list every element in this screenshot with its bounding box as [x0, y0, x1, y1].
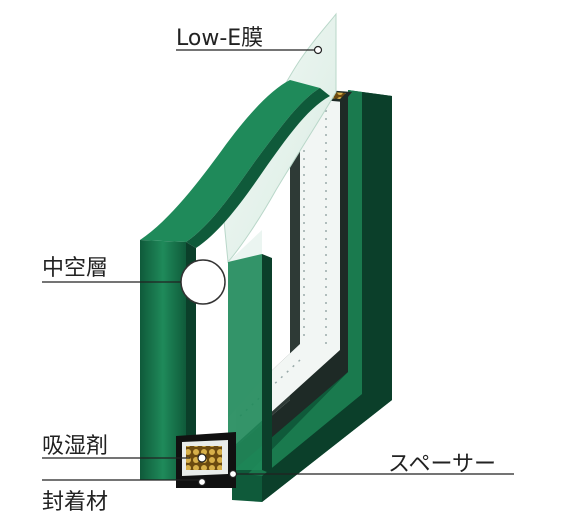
- label-sealant: 封着材: [42, 490, 109, 515]
- leader-spacer-dot: [228, 469, 238, 479]
- air-layer-marker: [180, 259, 226, 305]
- label-low-e: Low-E膜: [176, 26, 264, 51]
- front-glass-pane: [140, 80, 330, 484]
- leader-sealant-dot: [197, 477, 207, 487]
- leader-lines: [42, 45, 514, 487]
- leader-low-e-dot: [313, 45, 323, 55]
- label-desiccant: 吸湿剤: [42, 434, 109, 459]
- label-spacer: スペーサー: [388, 452, 497, 477]
- inner-glass-surface: [236, 98, 340, 444]
- leader-desiccant-dot: [197, 453, 207, 463]
- label-air-layer: 中空層: [42, 256, 109, 281]
- back-glass-pane: [232, 90, 392, 502]
